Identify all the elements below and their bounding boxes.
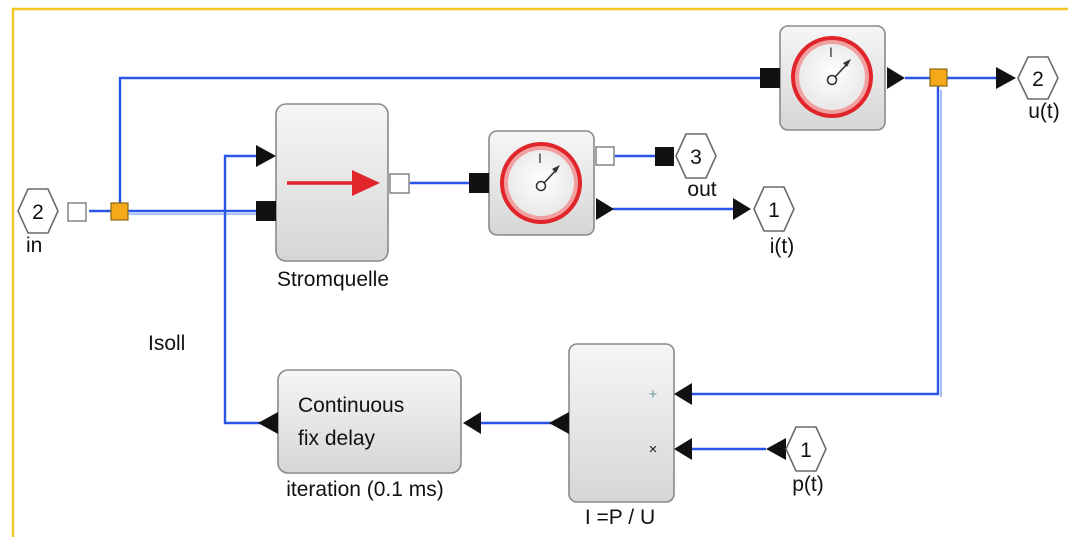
meter-mid-output-port-1[interactable] (595, 146, 615, 166)
product-input-port-1[interactable] (674, 383, 692, 405)
block-meter-top[interactable]: I (760, 25, 905, 131)
product-sign-plus: + (649, 386, 658, 403)
source-input-port-1[interactable] (256, 145, 276, 167)
split-point-in[interactable] (110, 202, 129, 221)
port-out-label: out (687, 178, 716, 201)
product-output-port[interactable] (549, 412, 569, 434)
frame-border (11, 7, 1068, 537)
arrow-right-icon (287, 170, 380, 196)
port-p-number: 1 (800, 439, 812, 462)
port-p-output-arrow (766, 438, 786, 460)
port-in-label: in (26, 234, 42, 257)
port-p-in[interactable]: 1 p(t) (766, 426, 827, 496)
port-u-number: 2 (1032, 68, 1044, 91)
port-out[interactable]: 3 out (655, 133, 717, 201)
port-i-out[interactable]: 1 i(t) (733, 186, 795, 258)
delay-label: iteration (0.1 ms) (286, 478, 444, 501)
port-u-input-arrow (996, 67, 1016, 89)
block-product[interactable]: + × I =P / U (549, 343, 692, 529)
port-out-input-connector (655, 147, 674, 166)
meter-icon: I (791, 36, 873, 118)
block-current-source[interactable]: Stromquelle (256, 103, 410, 291)
delay-input-port[interactable] (463, 412, 481, 434)
isoll-annotation: Isoll (148, 332, 185, 355)
wire-delay-to-source (223, 154, 266, 425)
port-u-out[interactable]: 2 u(t) (996, 56, 1060, 123)
meter-top-output-port[interactable] (887, 67, 905, 89)
wire-in-to-top-meter (118, 76, 760, 211)
port-p-label: p(t) (792, 473, 824, 496)
port-i-label: i(t) (770, 235, 795, 258)
source-input-port-2[interactable] (256, 201, 276, 221)
port-u-label: u(t) (1028, 100, 1060, 123)
delay-title-line2: fix delay (298, 427, 376, 450)
port-out-number: 3 (690, 146, 702, 169)
product-label: I =P / U (585, 506, 655, 529)
delay-title-line1: Continuous (298, 394, 404, 417)
meter-mid-symbol: I (538, 150, 542, 166)
meter-icon: I (500, 142, 582, 224)
product-input-port-2[interactable] (674, 438, 692, 460)
port-i-input-arrow (733, 198, 751, 220)
source-output-port[interactable] (389, 173, 410, 194)
meter-top-input-port[interactable] (760, 68, 780, 88)
port-in-output-connector[interactable] (67, 202, 87, 222)
delay-output-port[interactable] (258, 412, 278, 434)
product-sign-times: × (649, 441, 658, 458)
port-in[interactable]: 2 in (17, 188, 87, 257)
port-i-number: 1 (768, 199, 780, 222)
source-label: Stromquelle (277, 268, 389, 291)
port-in-number: 2 (32, 201, 44, 224)
meter-top-symbol: I (829, 44, 833, 60)
split-point-u[interactable] (929, 68, 948, 87)
wire-u-to-product (690, 78, 940, 396)
meter-mid-input-port[interactable] (469, 173, 489, 193)
block-delay[interactable]: Continuous fix delay iteration (0.1 ms) (258, 369, 481, 501)
meter-mid-output-port-2[interactable] (596, 198, 614, 220)
block-meter-mid[interactable]: I (469, 130, 615, 236)
